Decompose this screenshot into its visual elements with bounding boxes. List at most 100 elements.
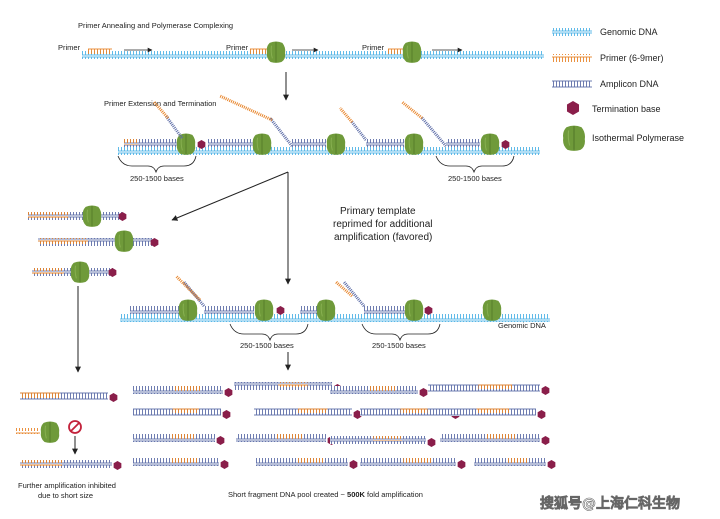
termination-base-icon [541,436,550,445]
short-fragment [440,434,550,445]
primer-label: Primer [362,43,385,52]
bases-label: 250-1500 bases [372,341,426,350]
primer [403,458,432,463]
primer [250,48,268,54]
termination-base-icon [222,410,231,419]
primer [388,48,404,54]
bases-bracket [435,155,515,174]
polymerase-icon [326,133,346,156]
displaced-primer [219,94,273,122]
polymerase-icon [402,41,422,64]
primer [20,460,62,466]
termination-base-icon [220,460,229,469]
primer [16,428,40,434]
step1-genomic-strand [82,51,544,59]
displaced-primer [401,100,423,120]
termination-base-icon [216,436,225,445]
amplicon-strand [292,139,326,147]
legend-primer-label: Primer (6-9mer) [600,53,664,63]
step2-extension-complexes [124,94,510,156]
legend-amplicon-label: Amplicon DNA [600,79,659,89]
flow-arrow [171,171,289,221]
amplicon-strand [204,306,254,314]
reprimed-label-line2: reprimed for additional [333,219,433,230]
termination-base-icon [547,460,556,469]
reprimed-label-line3: amplification (favored) [334,232,432,243]
short-fragment [236,434,336,445]
legend-genomic-swatch [552,28,592,36]
primer [169,434,195,439]
watermark: 搜狐号@上海仁科生物 [540,495,680,512]
polymerase-icon [82,205,102,228]
short-fragment-pool [133,382,556,469]
polymerase-icon [480,133,500,156]
termination-base-icon [113,461,122,470]
pool-caption-text: Short fragment DNA pool created ~ [228,490,347,499]
legend-genomic-label: Genomic DNA [600,27,658,37]
termination-base-icon [541,386,550,395]
primer [373,436,402,441]
primer [298,408,328,413]
primer [297,458,325,463]
primer [276,434,304,439]
displaced-primer [338,107,354,123]
primer [28,212,68,218]
primer [478,384,512,389]
bases-bracket [117,155,197,174]
primer [88,48,112,54]
primer [171,458,198,463]
legend-polymerase-label: Isothermal Polymerase [592,133,684,143]
displaced-strand [420,117,448,147]
termination-base-icon [419,388,428,397]
primer [506,458,528,463]
inhibited-amplification [16,392,122,470]
short-fragment [256,458,358,469]
short-fragment [330,386,428,397]
primer [32,268,64,274]
polymerase-icon [70,261,90,284]
polymerase-icon [404,133,424,156]
polymerase-icon [40,421,60,444]
bases-label: 250-1500 bases [130,174,184,183]
amplicon-strand [366,139,404,147]
polymerase-icon [404,299,424,322]
inhibited-label-line1: Further amplification inhibited [18,481,116,490]
step3-extension-complexes [130,274,502,322]
termination-base-icon [537,410,546,419]
step3-genomic-strand [120,314,550,322]
legend-primer-swatch [552,54,592,62]
pool-caption-bold: 500K [347,490,366,499]
displaced-strand [268,117,294,147]
short-fragment [428,384,550,395]
displaced-primer [174,274,202,302]
step2-title: Primer Extension and Termination [104,99,216,108]
legend-amplicon-swatch [552,80,592,88]
inhibited-label-line2: due to short size [38,491,93,500]
primer [124,139,138,145]
amplicon-strand [208,139,254,147]
prohibited-icon [68,420,82,434]
step1-title: Primer Annealing and Polymerase Complexi… [78,21,233,30]
displaced-primer [152,101,170,119]
polymerase-icon [254,299,274,322]
short-fragment [360,408,460,419]
polymerase-icon [316,299,336,322]
amplicon-strand [20,392,108,400]
amplicon-strand [28,212,124,220]
displaced-primer [335,280,353,298]
bases-bracket [229,323,309,342]
short-fragment [330,436,436,447]
termination-base-icon [427,438,436,447]
termination-base-icon [109,393,118,402]
genomic-dna-label: Genomic DNA [498,321,546,330]
primer [38,238,88,244]
pool-caption: Short fragment DNA pool created ~ 500K f… [228,490,423,499]
primer [485,434,515,439]
legend: Genomic DNA Primer (6-9mer) Amplicon DNA… [552,27,684,152]
legend-termination-icon [566,101,580,115]
amplicon-strand [300,306,318,314]
short-fragment [234,382,342,393]
termination-base-icon [457,460,466,469]
short-fragment [133,458,229,469]
